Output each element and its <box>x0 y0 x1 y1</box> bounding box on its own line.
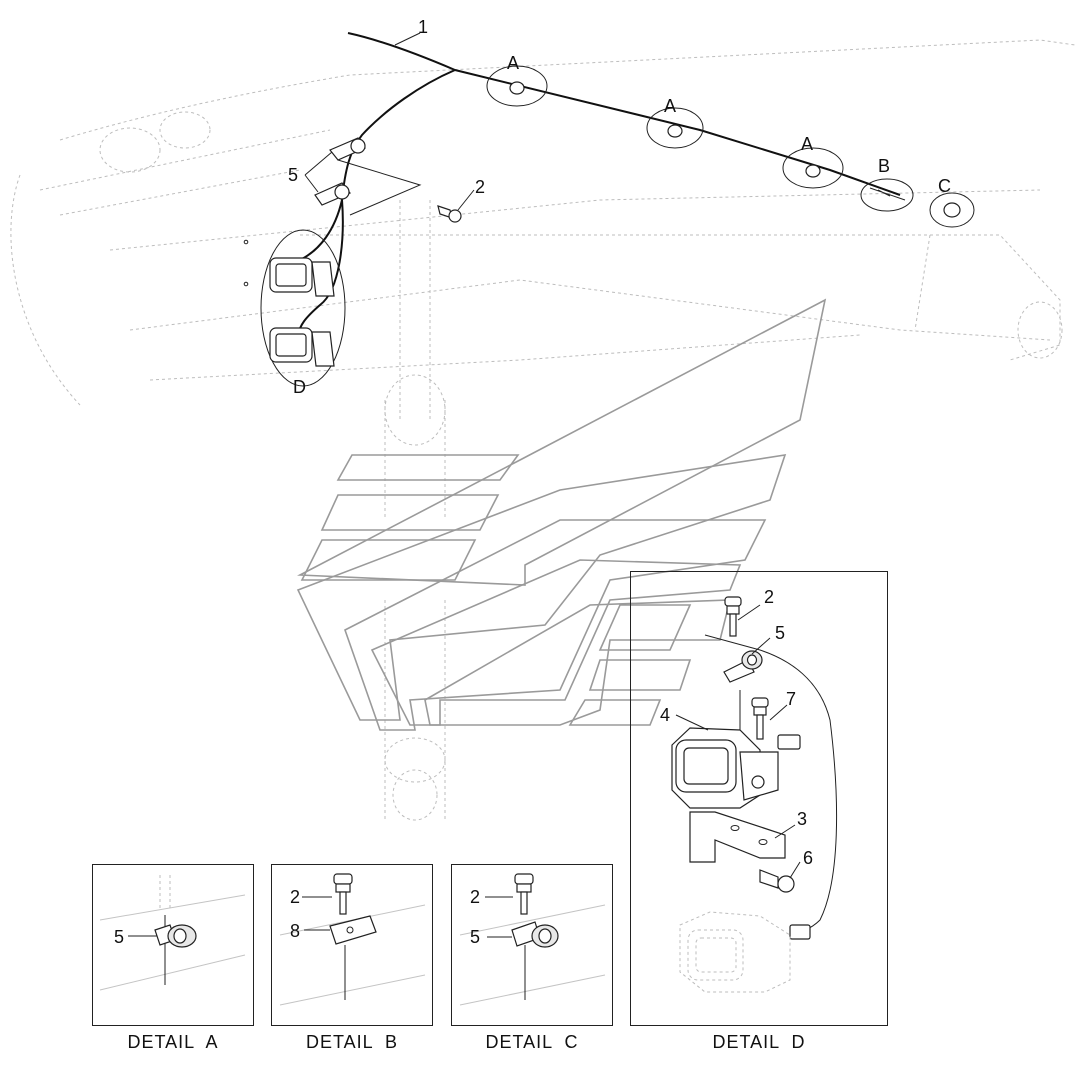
detail-d-marker <box>260 229 346 387</box>
detail-d-callout-bracket: 3 <box>797 809 808 829</box>
detail-b-art <box>279 873 426 1006</box>
detail-d-ghost-lamp <box>679 911 791 993</box>
detail-d-callout-clamp: 5 <box>775 623 786 643</box>
detail-b-callout-bolt: 2 <box>290 887 301 907</box>
main-leaders <box>304 32 475 211</box>
detail-a-marker-1 <box>486 65 548 107</box>
callout-detail-a-1: A <box>507 53 520 73</box>
detail-d-lamp <box>671 727 779 809</box>
detail-d-callout-bolt: 2 <box>764 587 775 607</box>
callout-detail-a-3: A <box>801 134 814 154</box>
callout-bolt: 2 <box>475 177 486 197</box>
detail-d-caption: DETAIL D <box>712 1032 806 1052</box>
detail-c-panel <box>451 864 613 1026</box>
callout-detail-a-2: A <box>664 96 677 116</box>
detail-a-callout-clamp: 5 <box>114 927 125 947</box>
callout-detail-c: C <box>938 176 951 196</box>
detail-b-callout-bracket: 8 <box>290 921 301 941</box>
detail-d-callout-screw: 7 <box>786 689 797 709</box>
detail-d-bolt-top <box>724 596 742 637</box>
callout-harness: 1 <box>418 17 429 37</box>
detail-b-caption: DETAIL B <box>305 1032 399 1052</box>
detail-b-marker <box>860 178 914 212</box>
detail-c-callout-clamp: 5 <box>470 927 481 947</box>
detail-c-art <box>459 873 606 1006</box>
harness-details <box>486 65 975 228</box>
callout-clamp: 5 <box>288 165 299 185</box>
callout-detail-b: B <box>878 156 891 176</box>
detail-d-panel <box>630 571 888 1026</box>
detail-c-caption: DETAIL C <box>485 1032 579 1052</box>
detail-d-bracket <box>689 811 786 863</box>
upper-clamps <box>314 137 462 223</box>
detail-d-nut-6 <box>759 869 795 893</box>
upper-bolt <box>437 205 462 223</box>
detail-d-callout-nut: 6 <box>803 848 814 868</box>
detail-a-panel <box>92 864 254 1026</box>
detail-d-callout-lamp: 4 <box>660 705 671 725</box>
detail-a-marker-3 <box>782 147 844 189</box>
detail-a-marker-2 <box>646 107 704 149</box>
harness-wire <box>297 32 901 336</box>
detail-a-caption: DETAIL A <box>127 1032 219 1052</box>
callout-detail-d: D <box>293 377 306 397</box>
detail-d-screw-7 <box>751 697 769 740</box>
detail-c-callout-bolt: 2 <box>470 887 481 907</box>
pillar-outline <box>384 200 446 821</box>
detail-a-art <box>99 875 246 991</box>
detail-d-art <box>671 596 838 993</box>
detail-c-marker <box>929 192 975 228</box>
detail-d-clamp <box>723 650 763 683</box>
lamp-pair <box>243 229 346 387</box>
logo-outline <box>296 298 827 731</box>
detail-b-panel <box>271 864 433 1026</box>
boom-outline <box>10 39 1076 406</box>
